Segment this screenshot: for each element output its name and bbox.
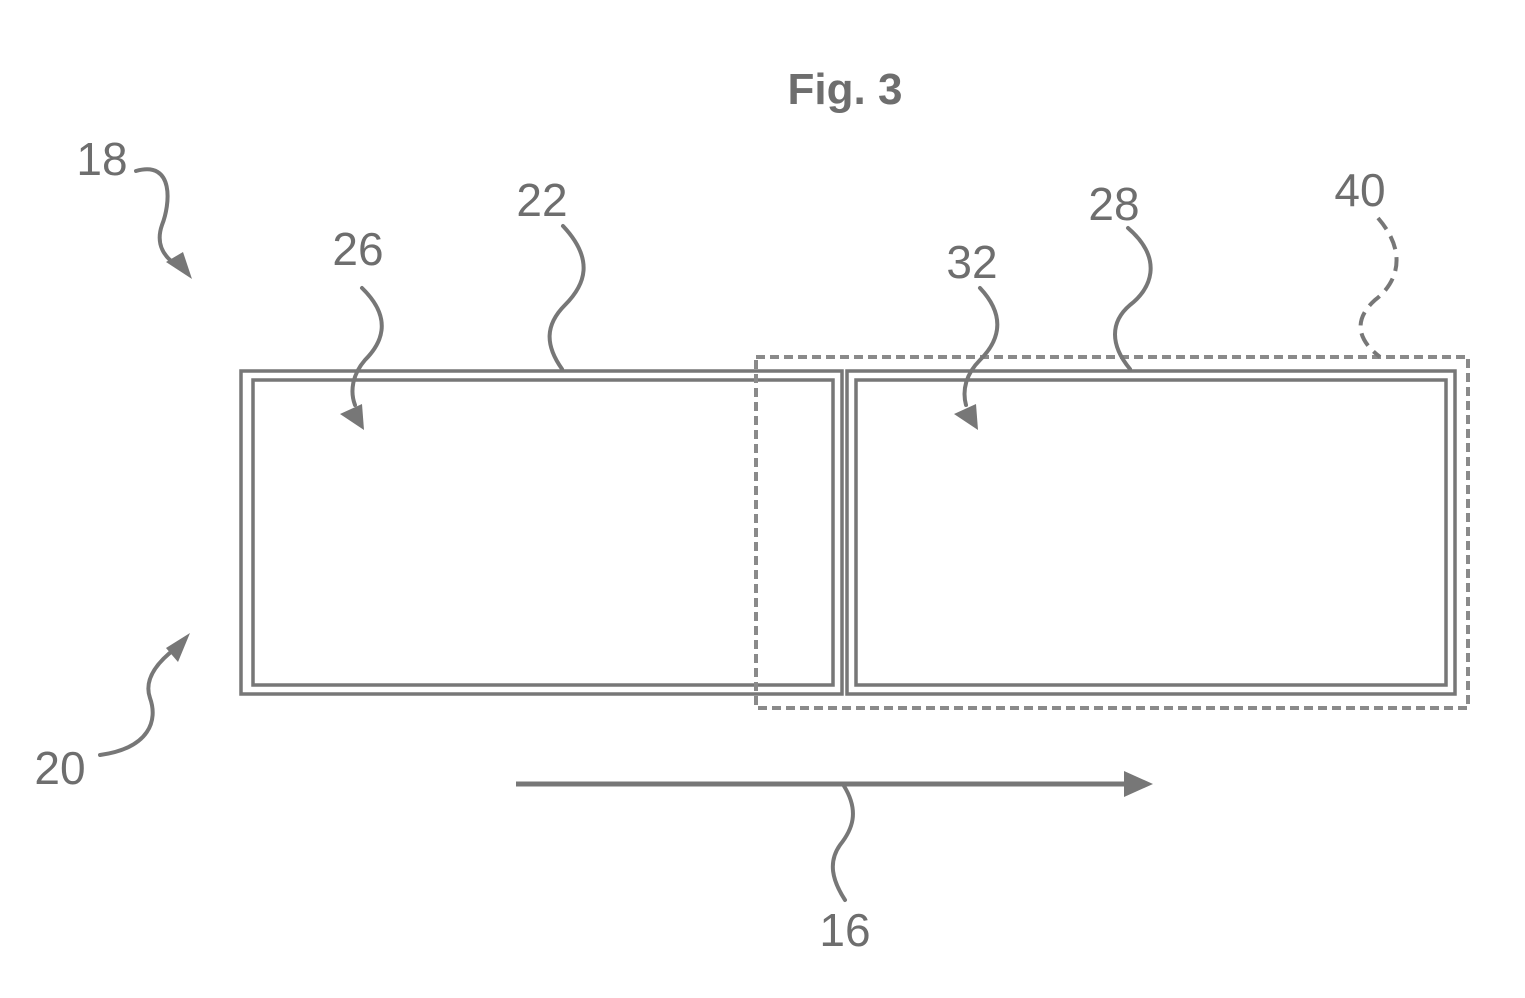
element-28-outer-rect — [845, 369, 1457, 696]
leader-16 — [830, 784, 855, 902]
label-20: 20 — [34, 742, 85, 794]
leader-18 — [134, 167, 180, 268]
arrowhead-20 — [166, 633, 190, 662]
label-22: 22 — [516, 174, 567, 226]
label-16: 16 — [819, 904, 870, 956]
label-28: 28 — [1088, 178, 1139, 230]
leader-22 — [547, 224, 586, 371]
dashed-region-40 — [754, 355, 1470, 710]
label-40: 40 — [1334, 164, 1385, 216]
element-28-inner-rect — [854, 378, 1448, 687]
label-32: 32 — [946, 236, 997, 288]
label-26: 26 — [332, 223, 383, 275]
element-22-outer-rect — [239, 369, 844, 696]
leader-40 — [1358, 216, 1399, 359]
element-22-box — [239, 369, 844, 696]
figure-title: Fig. 3 — [788, 65, 903, 114]
leader-32 — [962, 286, 1000, 407]
arrowhead-18 — [166, 252, 192, 279]
leader-26 — [350, 286, 384, 407]
element-22-inner-rect — [251, 378, 835, 687]
direction-arrowhead-16 — [1124, 771, 1153, 797]
label-18: 18 — [76, 133, 127, 185]
arrowhead-32 — [954, 404, 978, 430]
arrowhead-26 — [340, 404, 364, 430]
leader-28 — [1113, 226, 1153, 371]
leader-20 — [98, 646, 178, 757]
element-28-box — [845, 369, 1457, 696]
